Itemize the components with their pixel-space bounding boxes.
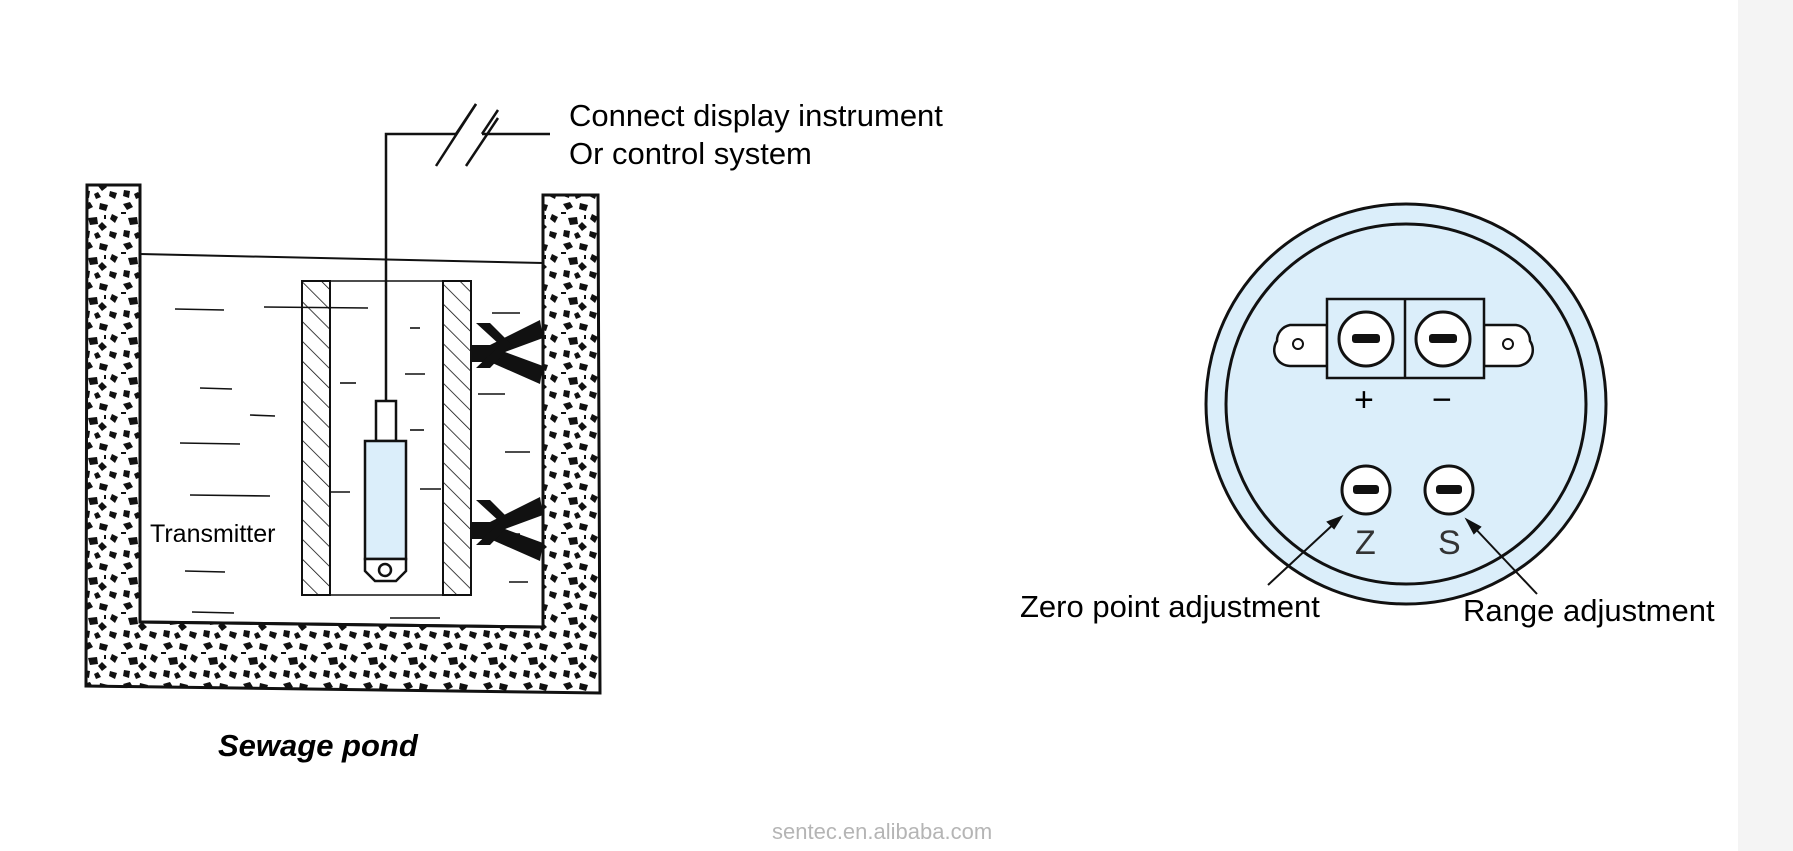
watermark-text: sentec.en.alibaba.com bbox=[772, 819, 993, 844]
sewage-pond-diagram bbox=[84, 103, 602, 695]
stilling-well-left-wall bbox=[301, 280, 331, 596]
zero-pointer-arrow bbox=[1267, 514, 1344, 586]
transmitter-label: Transmitter bbox=[150, 520, 276, 548]
mounting-bracket-lower bbox=[471, 497, 543, 561]
range-adjust-screw-icon bbox=[1423, 464, 1475, 516]
transmitter-top-view bbox=[1204, 202, 1608, 606]
transmitter-probe bbox=[363, 399, 408, 583]
water-surface-line bbox=[139, 253, 544, 264]
plus-terminal-label: + bbox=[1354, 381, 1374, 419]
range-adjustment-label: Range adjustment bbox=[1463, 593, 1715, 628]
signal-cable bbox=[384, 132, 456, 401]
zero-point-adjustment-label: Zero point adjustment bbox=[1020, 589, 1320, 624]
range-pointer-arrow bbox=[1464, 517, 1538, 595]
zero-adjust-screw-icon bbox=[1340, 464, 1392, 516]
terminal-screw-plus-icon bbox=[1337, 310, 1395, 368]
connect-label-line1: Connect display instrument bbox=[569, 98, 943, 133]
s-label: S bbox=[1438, 524, 1461, 562]
water-ripples bbox=[174, 306, 530, 619]
housing-inner-ring bbox=[1224, 222, 1588, 586]
minus-terminal-label: − bbox=[1432, 381, 1452, 419]
terminal-screw-minus-icon bbox=[1414, 310, 1472, 368]
right-margin-strip bbox=[1738, 0, 1793, 851]
pond-inner-outline bbox=[138, 185, 545, 629]
sewage-pond-caption: Sewage pond bbox=[218, 728, 418, 763]
mounting-bracket-upper bbox=[471, 320, 543, 384]
z-label: Z bbox=[1355, 524, 1376, 562]
connect-label-line2: Or control system bbox=[569, 136, 812, 171]
stilling-well-right-wall bbox=[442, 280, 472, 596]
pond-concrete-left-wall bbox=[84, 183, 602, 695]
